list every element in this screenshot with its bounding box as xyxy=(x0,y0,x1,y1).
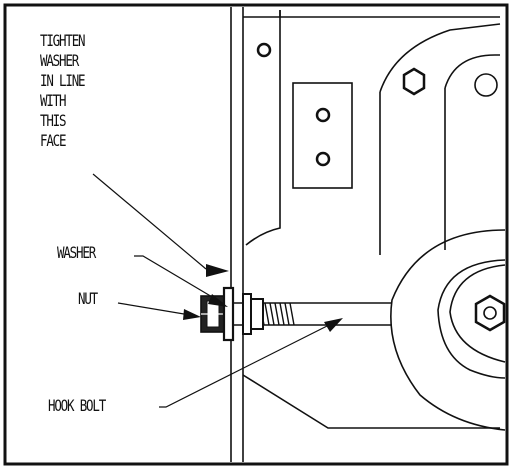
label-tighten-3: IN LINE xyxy=(40,71,86,90)
mounting-plate xyxy=(230,7,244,462)
frame-bracket xyxy=(242,10,500,429)
pulley xyxy=(390,229,506,431)
pivot-hole xyxy=(474,73,498,97)
label-washer: WASHER xyxy=(57,243,96,262)
washer-part xyxy=(222,286,235,342)
hole-top xyxy=(256,42,272,58)
label-tighten-5: THIS xyxy=(40,111,67,130)
leader-tighten xyxy=(92,173,229,277)
leader-nut xyxy=(117,302,201,320)
label-tighten-4: WITH xyxy=(40,91,67,110)
hex-bolt-head xyxy=(402,67,426,96)
label-tighten-1: TIGHTEN xyxy=(40,31,86,50)
upper-arm xyxy=(379,23,501,255)
label-tighten-6: FACE xyxy=(40,131,67,150)
leader-hook-bolt xyxy=(159,318,343,408)
label-nut: NUT xyxy=(78,289,98,308)
label-tighten-2: WASHER xyxy=(40,51,79,70)
small-plate xyxy=(292,82,353,189)
pulley-hex-nut xyxy=(474,294,506,332)
leader-washer xyxy=(134,255,228,307)
drawing-frame xyxy=(3,3,509,466)
nut-right xyxy=(242,293,264,335)
label-hook-bolt: HOOK BOLT xyxy=(48,396,106,415)
